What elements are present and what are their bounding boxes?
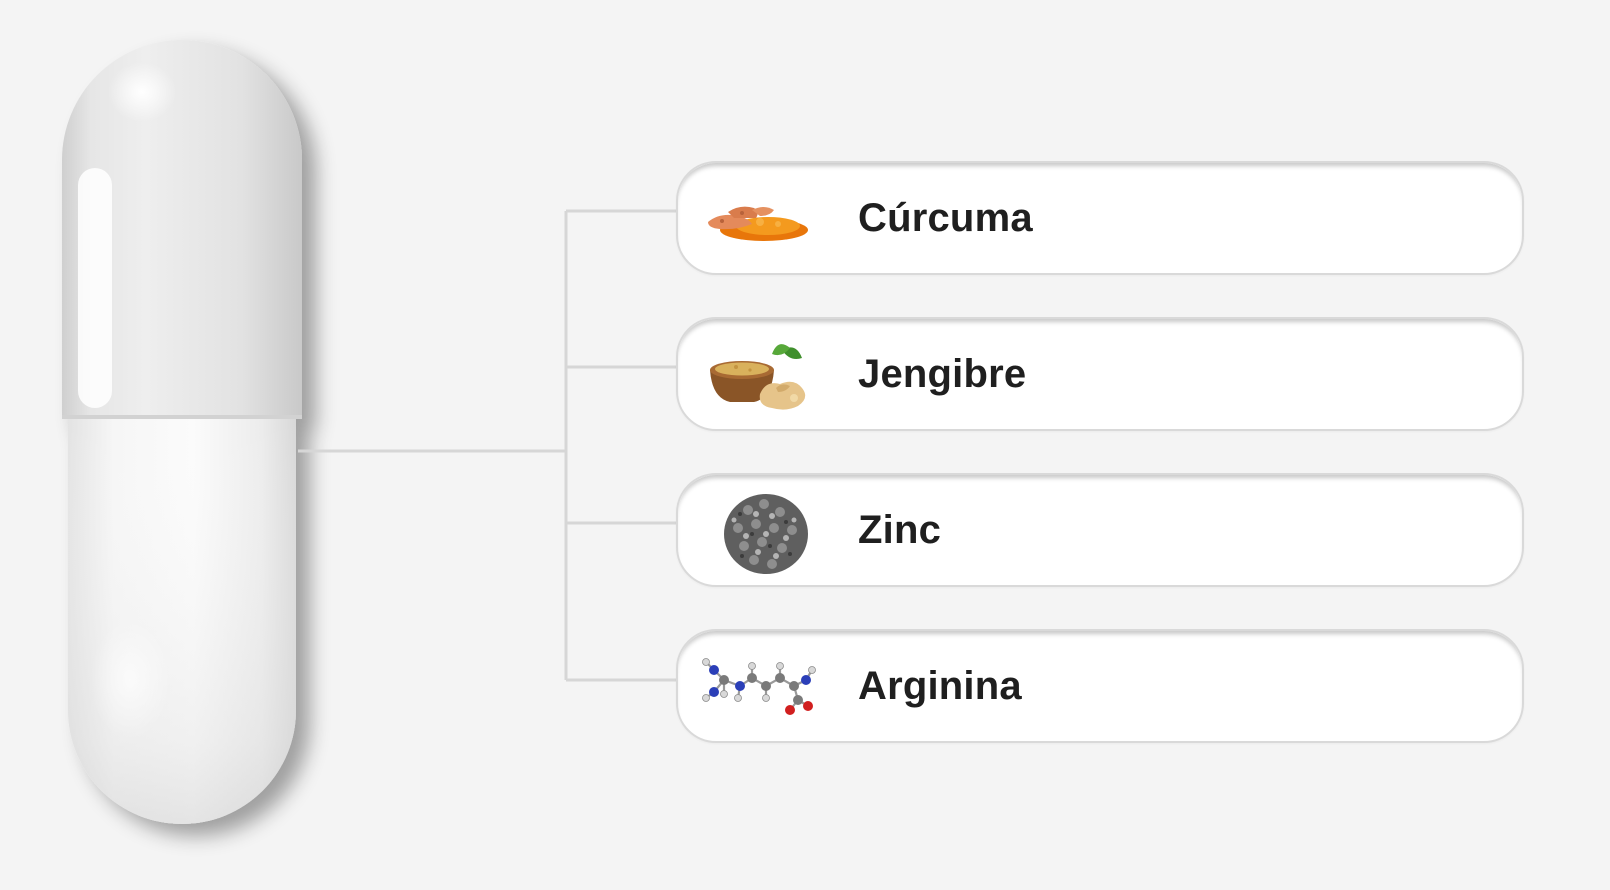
ingredient-name: Zinc	[858, 508, 942, 552]
ingredient-list: Cúrcuma Jengibre	[676, 161, 1524, 785]
arginine-molecule-icon	[698, 640, 818, 734]
ingredient-card-arginina: Arginina	[676, 629, 1524, 743]
ingredient-name: Jengibre	[858, 352, 1027, 396]
ingredient-card-zinc: Zinc	[676, 473, 1524, 587]
capsule-illustration	[40, 20, 340, 880]
turmeric-icon	[698, 172, 818, 266]
ingredient-card-jengibre: Jengibre	[676, 317, 1524, 431]
ingredient-name: Arginina	[858, 664, 1022, 708]
ingredient-name: Cúrcuma	[858, 196, 1033, 240]
zinc-icon	[698, 484, 818, 578]
ingredient-card-curcuma: Cúrcuma	[676, 161, 1524, 275]
ginger-icon	[698, 328, 818, 422]
